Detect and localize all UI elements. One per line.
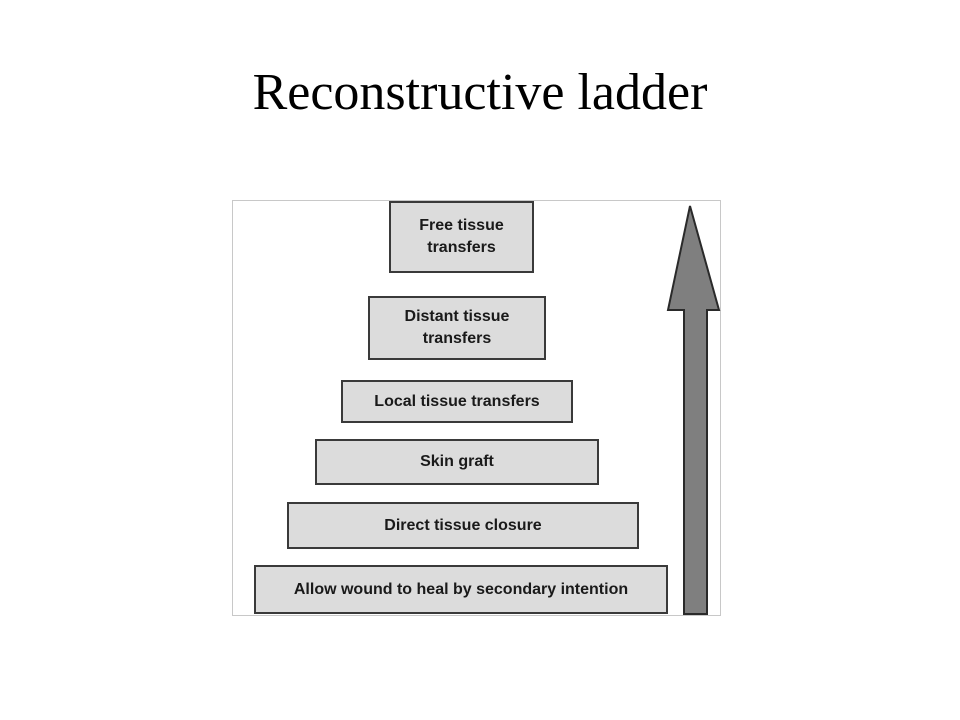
rung-label: Free tissue transfers [419, 217, 504, 256]
page-title: Reconstructive ladder [252, 64, 708, 121]
rung-skin-graft: Skin graft [315, 439, 599, 485]
rung-distant-tissue-transfers: Distant tissue transfers [368, 296, 546, 360]
rung-label: Local tissue transfers [374, 392, 540, 410]
rung-secondary-intention: Allow wound to heal by secondary intenti… [254, 565, 668, 614]
rung-label: Skin graft [420, 453, 494, 470]
up-arrow-shape [666, 205, 721, 615]
rung-free-tissue-transfers: Free tissue transfers [389, 201, 534, 273]
rung-label: Distant tissue transfers [404, 308, 510, 347]
up-arrow-icon [666, 205, 721, 615]
rung-direct-tissue-closure: Direct tissue closure [287, 502, 639, 549]
rung-label: Direct tissue closure [384, 516, 542, 534]
rung-local-tissue-transfers: Local tissue transfers [341, 380, 573, 423]
rung-label: Allow wound to heal by secondary intenti… [293, 580, 629, 598]
